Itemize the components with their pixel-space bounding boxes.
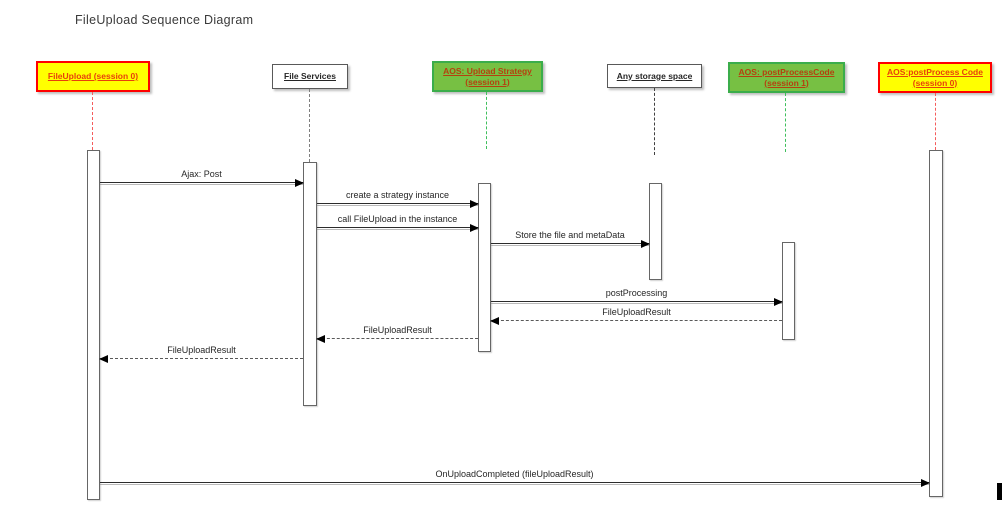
actor-label: FileUpload (session 0) [47, 71, 139, 82]
arrow-right-icon [100, 178, 304, 187]
actor-aos-postprocess-code-session-0: AOS:postProcess Code (session 0) [878, 62, 992, 93]
actor-label: AOS: Upload Strategy (session 1) [443, 65, 532, 87]
arrow-left-icon [490, 316, 782, 325]
lifeline-fileupload-session-0 [92, 92, 93, 150]
text-cursor [997, 483, 1002, 500]
arrow-right-icon [317, 223, 479, 232]
actor-label: AOS: postProcessCode (session 1) [738, 66, 835, 88]
actor-aos-postprocesscode-session-1: AOS: postProcessCode (session 1) [728, 62, 845, 93]
arrow-left-icon [316, 334, 478, 343]
activation-aos-upload-strategy [478, 183, 491, 352]
activation-any-storage-space [649, 183, 662, 280]
lifeline-file-services [309, 89, 310, 162]
arrow-left-icon [99, 354, 303, 363]
message-label: FileUploadResult [167, 345, 236, 355]
message-label: Store the file and metaData [515, 230, 625, 240]
actor-any-storage-space: Any storage space [607, 64, 702, 88]
message-label: OnUploadCompleted (fileUploadResult) [435, 469, 594, 479]
message-label: postProcessing [605, 288, 668, 298]
actor-label: Any storage space [616, 70, 693, 81]
arrow-right-icon [317, 199, 479, 208]
lifeline-aos-upload-strategy [486, 92, 487, 149]
activation-aos-postprocesscode-session-1 [782, 242, 795, 340]
lifeline-aos-postprocess-code-session-0 [935, 93, 936, 150]
message-label: Ajax: Post [181, 169, 222, 179]
arrow-right-icon [491, 239, 650, 248]
activation-fileupload-session-0 [87, 150, 100, 500]
arrow-right-icon [100, 478, 930, 487]
lifeline-any-storage-space [654, 88, 655, 155]
message-label: FileUploadResult [602, 307, 671, 317]
actor-file-services: File Services [272, 64, 348, 89]
activation-file-services [303, 162, 317, 406]
actor-label: AOS:postProcess Code (session 0) [887, 66, 983, 88]
actor-aos-upload-strategy-session-1: AOS: Upload Strategy (session 1) [432, 61, 543, 92]
arrow-right-icon [491, 297, 783, 306]
message-label: FileUploadResult [363, 325, 432, 335]
lifeline-aos-postprocesscode-session-1 [785, 93, 786, 152]
actor-label: File Services [284, 71, 336, 82]
actor-fileupload-session-0: FileUpload (session 0) [36, 61, 150, 92]
activation-aos-postprocess-code-session-0 [929, 150, 943, 497]
diagram-title: FileUpload Sequence Diagram [75, 13, 254, 27]
message-label: call FileUpload in the instance [337, 214, 458, 224]
message-label: create a strategy instance [345, 190, 450, 200]
